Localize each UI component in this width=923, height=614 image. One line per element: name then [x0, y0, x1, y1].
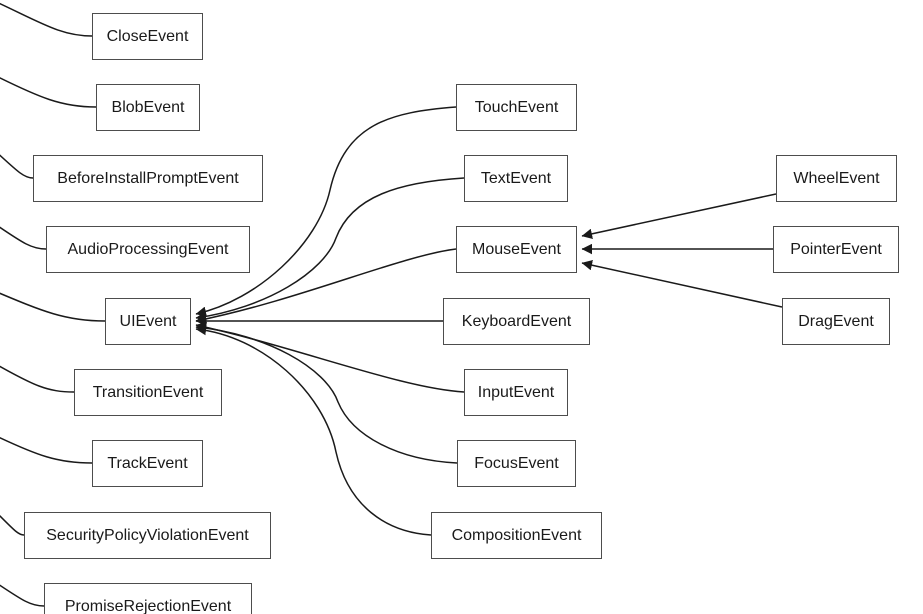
node-label: CompositionEvent [451, 526, 582, 544]
node-label: TouchEvent [474, 98, 559, 116]
node-securitypolicyviolationevent[interactable]: SecurityPolicyViolationEvent [24, 512, 271, 559]
edge-promiserejectionevent-to-event [0, 584, 45, 607]
edge-blobevent-to-event [0, 77, 97, 108]
node-closeevent[interactable]: CloseEvent [92, 13, 203, 60]
edge-focusevent-to-uievent [195, 322, 458, 464]
node-transitionevent[interactable]: TransitionEvent [74, 369, 222, 416]
node-keyboardevent[interactable]: KeyboardEvent [443, 298, 590, 345]
node-dragevent[interactable]: DragEvent [782, 298, 890, 345]
edge-touchevent-to-uievent [195, 106, 457, 317]
node-label: PointerEvent [790, 240, 882, 258]
edge-inputevent-to-uievent [195, 322, 465, 393]
node-uievent[interactable]: UIEvent [105, 298, 191, 345]
edge-transitionevent-to-event [0, 365, 75, 393]
node-label: AudioProcessingEvent [67, 240, 229, 258]
node-audioprocessingevent[interactable]: AudioProcessingEvent [46, 226, 250, 273]
node-beforeinstallpromptevent[interactable]: BeforeInstallPromptEvent [33, 155, 263, 202]
node-label: InputEvent [477, 383, 555, 401]
node-label: MouseEvent [472, 240, 561, 258]
node-wheelevent[interactable]: WheelEvent [776, 155, 897, 202]
node-label: TextEvent [480, 169, 552, 187]
node-label: BeforeInstallPromptEvent [57, 169, 239, 187]
node-mouseevent[interactable]: MouseEvent [456, 226, 577, 273]
node-inputevent[interactable]: InputEvent [464, 369, 568, 416]
node-textevent[interactable]: TextEvent [464, 155, 568, 202]
edge-trackevent-to-event [0, 436, 93, 464]
node-focusevent[interactable]: FocusEvent [457, 440, 576, 487]
node-label: DragEvent [798, 312, 874, 330]
node-label: TrackEvent [107, 454, 188, 472]
node-compositionevent[interactable]: CompositionEvent [431, 512, 602, 559]
node-blobevent[interactable]: BlobEvent [96, 84, 200, 131]
node-promiserejectionevent[interactable]: PromiseRejectionEvent [44, 583, 252, 614]
edge-securitypolicyviolationevent-to-event [0, 514, 25, 536]
node-label: TransitionEvent [92, 383, 204, 401]
edge-closeevent-to-event [0, 2, 93, 37]
node-touchevent[interactable]: TouchEvent [456, 84, 577, 131]
edge-wheelevent-to-mouseevent [581, 193, 777, 239]
node-label: WheelEvent [793, 169, 880, 187]
node-pointerevent[interactable]: PointerEvent [773, 226, 899, 273]
edge-uievent-to-event [0, 292, 106, 322]
node-trackevent[interactable]: TrackEvent [92, 440, 203, 487]
node-label: CloseEvent [106, 27, 189, 45]
edge-audioprocessingevent-to-event [0, 226, 47, 250]
node-label: PromiseRejectionEvent [64, 597, 232, 614]
edge-dragevent-to-mouseevent [581, 260, 783, 308]
edge-compositionevent-to-uievent [195, 324, 432, 536]
edge-beforeinstallpromptevent-to-event [0, 154, 34, 179]
node-label: UIEvent [119, 312, 177, 330]
node-label: SecurityPolicyViolationEvent [46, 526, 249, 544]
node-label: BlobEvent [111, 98, 185, 116]
node-label: KeyboardEvent [461, 312, 572, 330]
node-label: FocusEvent [474, 454, 559, 472]
